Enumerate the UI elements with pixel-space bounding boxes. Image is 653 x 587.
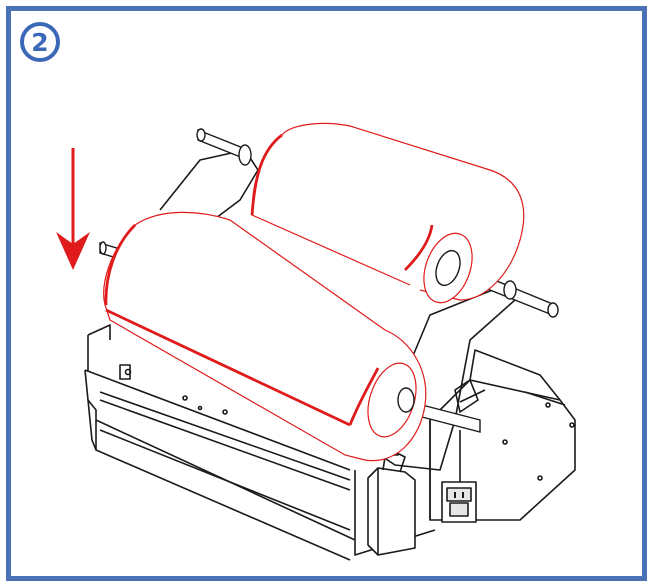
- machine-base: [84, 149, 576, 561]
- front-paper-roll: [99, 211, 481, 462]
- rear-paper-roll: [196, 122, 559, 318]
- down-arrow-icon: [56, 148, 90, 270]
- step-number: 2: [31, 27, 49, 57]
- step-number-badge: 2: [20, 22, 60, 62]
